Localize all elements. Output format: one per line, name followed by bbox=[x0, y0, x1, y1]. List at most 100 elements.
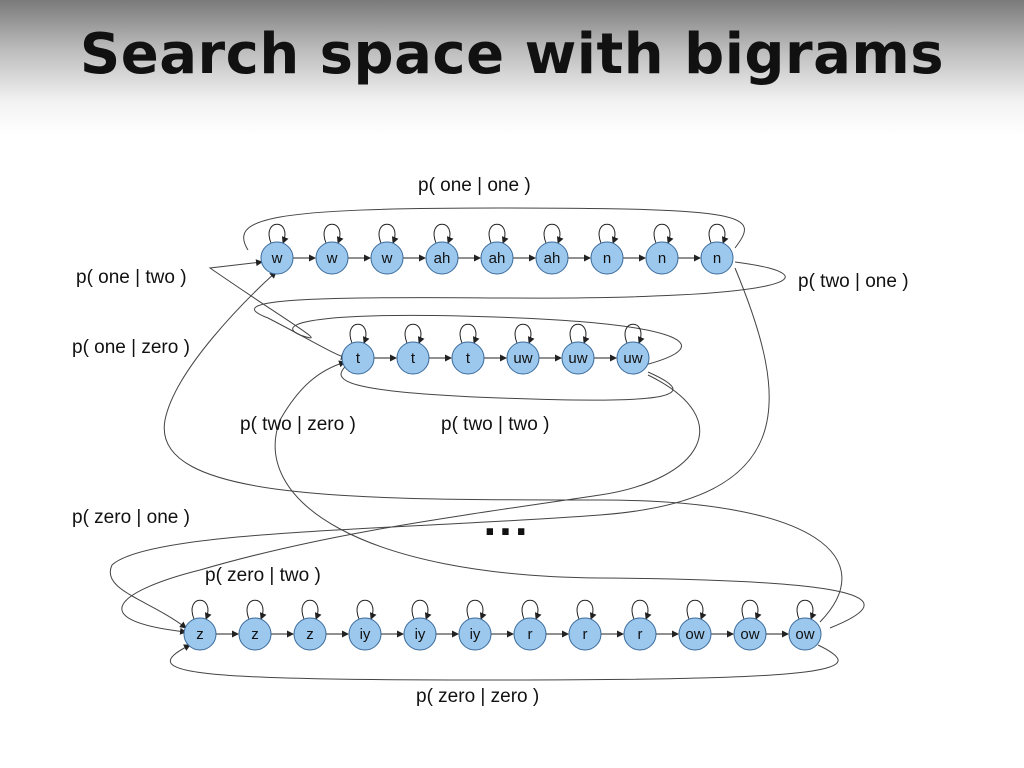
state-node-n: n bbox=[590, 241, 624, 275]
state-node-t: t bbox=[396, 341, 430, 375]
state-node-z: z bbox=[293, 617, 327, 651]
state-circle bbox=[396, 341, 430, 375]
state-node-ow: ow bbox=[733, 617, 767, 651]
state-node-r: r bbox=[568, 617, 602, 651]
self-loop bbox=[598, 223, 619, 244]
label-one-one: p( one | one ) bbox=[418, 175, 531, 196]
state-circle bbox=[568, 617, 602, 651]
state-label: z bbox=[251, 626, 259, 643]
state-node-uw: uw bbox=[506, 341, 540, 375]
self-loop bbox=[521, 599, 542, 620]
self-loop bbox=[301, 599, 322, 620]
state-circle bbox=[183, 617, 217, 651]
self-loop bbox=[631, 599, 652, 620]
self-loop bbox=[433, 223, 454, 244]
label-zero-one: p( zero | one ) bbox=[72, 507, 190, 528]
curve-two-one bbox=[254, 261, 786, 360]
self-loop bbox=[624, 323, 645, 344]
state-circle bbox=[238, 617, 272, 651]
state-label: ah bbox=[434, 250, 451, 267]
label-one-zero: p( one | zero ) bbox=[72, 337, 190, 358]
state-label: ow bbox=[795, 626, 814, 643]
state-circle bbox=[513, 617, 547, 651]
state-node-r: r bbox=[513, 617, 547, 651]
state-node-z: z bbox=[183, 617, 217, 651]
curve-one-one bbox=[243, 207, 745, 251]
state-circle bbox=[645, 241, 679, 275]
state-label: iy bbox=[415, 626, 426, 643]
state-label: n bbox=[658, 250, 666, 267]
state-circle bbox=[733, 617, 767, 651]
state-label: iy bbox=[360, 626, 371, 643]
self-loop bbox=[268, 223, 289, 244]
self-loop bbox=[191, 599, 212, 620]
state-circle bbox=[315, 241, 349, 275]
state-label: z bbox=[306, 626, 314, 643]
state-label: ow bbox=[740, 626, 759, 643]
state-circle bbox=[403, 617, 437, 651]
state-label: t bbox=[411, 350, 416, 367]
self-loop bbox=[349, 323, 370, 344]
transition-labels: p( one | one ) p( one | two ) p( two | o… bbox=[72, 175, 909, 707]
label-two-one: p( two | one ) bbox=[798, 271, 909, 292]
self-loop bbox=[653, 223, 674, 244]
state-label: r bbox=[528, 626, 533, 643]
state-node-iy: iy bbox=[458, 617, 492, 651]
slide-title: Search space with bigrams bbox=[79, 22, 945, 87]
state-circle bbox=[370, 241, 404, 275]
state-node-w: w bbox=[260, 241, 294, 275]
state-circle bbox=[480, 241, 514, 275]
state-circle bbox=[506, 341, 540, 375]
state-node-iy: iy bbox=[403, 617, 437, 651]
curve-one-zero bbox=[163, 271, 843, 623]
self-loop bbox=[411, 599, 432, 620]
state-label: uw bbox=[513, 350, 532, 367]
header-band bbox=[0, 0, 1024, 135]
self-loop bbox=[466, 599, 487, 620]
state-label: ah bbox=[489, 250, 506, 267]
state-circle bbox=[451, 341, 485, 375]
state-label: uw bbox=[623, 350, 642, 367]
state-label: ow bbox=[685, 626, 704, 643]
state-circle bbox=[260, 241, 294, 275]
state-circle bbox=[623, 617, 657, 651]
state-circle bbox=[616, 341, 650, 375]
state-circle bbox=[341, 341, 375, 375]
state-label: n bbox=[603, 250, 611, 267]
state-node-ah: ah bbox=[535, 241, 569, 275]
transition-curves bbox=[109, 207, 865, 681]
label-two-two: p( two | two ) bbox=[441, 414, 549, 435]
self-loop bbox=[514, 323, 535, 344]
self-loop bbox=[404, 323, 425, 344]
state-circle bbox=[700, 241, 734, 275]
state-circle bbox=[348, 617, 382, 651]
state-label: n bbox=[713, 250, 721, 267]
state-circle bbox=[535, 241, 569, 275]
label-zero-zero: p( zero | zero ) bbox=[416, 686, 539, 707]
curve-two-zero bbox=[274, 360, 865, 629]
self-loop bbox=[686, 599, 707, 620]
state-node-iy: iy bbox=[348, 617, 382, 651]
state-node-ow: ow bbox=[678, 617, 712, 651]
state-node-ah: ah bbox=[425, 241, 459, 275]
state-circle bbox=[590, 241, 624, 275]
state-circle bbox=[458, 617, 492, 651]
state-circle bbox=[561, 341, 595, 375]
curve-one-two bbox=[208, 259, 682, 366]
state-node-z: z bbox=[238, 617, 272, 651]
self-loop bbox=[323, 223, 344, 244]
state-label: iy bbox=[470, 626, 481, 643]
curve-zero-zero bbox=[170, 644, 839, 681]
state-circle bbox=[788, 617, 822, 651]
self-loop bbox=[708, 223, 729, 244]
state-label: z bbox=[196, 626, 204, 643]
state-label: w bbox=[381, 250, 393, 267]
self-loop bbox=[459, 323, 480, 344]
state-circle bbox=[293, 617, 327, 651]
state-label: t bbox=[356, 350, 361, 367]
curve-zero-one bbox=[109, 267, 770, 629]
self-loop bbox=[246, 599, 267, 620]
